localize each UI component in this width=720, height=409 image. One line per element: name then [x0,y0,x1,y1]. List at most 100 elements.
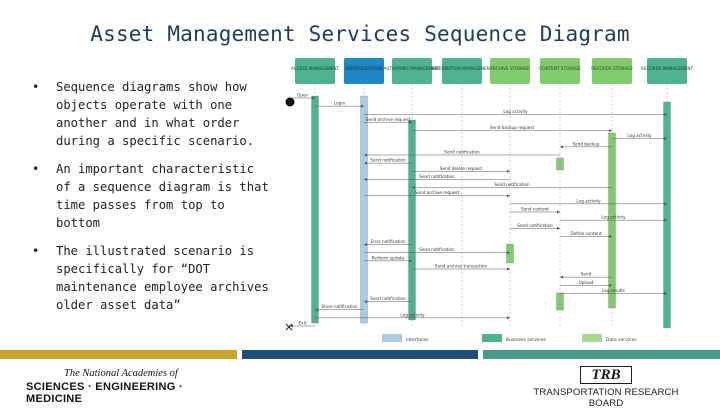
footer-color-bar [0,350,720,359]
message-label: Log activity [627,133,652,138]
legend-label: Interfaces [406,337,429,343]
message-label: Upload [579,280,594,285]
activation-bar [608,132,616,309]
arrow-head [315,308,318,312]
message-label: Store notification [322,304,358,309]
activation-bar [556,157,564,171]
activation-bar [360,95,368,324]
legend-label: Data services [606,337,637,343]
legend-swatch [482,334,502,342]
lifeline-header-label: AUTHORING MANAGEMENT [383,66,440,71]
arrow-head [364,300,367,304]
arrow-head [409,120,412,124]
slide-title: Asset Management Services Sequence Diagr… [90,22,630,46]
bullet-text: Sequence diagrams show how objects opera… [56,80,255,148]
bullet-dot: • [32,244,40,258]
lifeline-header-label: REPRESENTATION [345,66,382,71]
arrow-head [409,259,412,263]
message-label: Send notification [444,150,480,155]
arrow-head [664,218,667,222]
message-label: Define content [570,231,601,236]
legend-swatch [582,334,602,342]
arrow-head [664,112,667,116]
arrow-head [507,194,510,198]
bullet-item: • An important characteristic of a sequen… [32,160,270,232]
bullet-dot: • [32,80,40,94]
message-label: Login [334,101,346,106]
message-label: Send backup request [490,125,535,130]
arrow-head [609,234,612,238]
lifeline-header [295,58,335,84]
arrow-head [364,243,367,247]
arrow-head [364,153,367,157]
message-label: Log activity [503,109,528,114]
activation-bar [408,119,416,321]
message-label: Send archive transaction [435,264,488,269]
lifeline-header-label: INFORMATION MANAGEMENT [432,66,493,71]
activation-bar [663,101,671,329]
lifeline-header [540,58,580,84]
message-label: Send notification [370,158,406,163]
message-label: Send notification [370,296,406,301]
arrow-head [609,283,612,287]
nasem-logo-line2: SCIENCES · ENGINEERING · MEDICINE [26,381,183,405]
arrow-head [312,96,315,100]
start-node [285,97,295,107]
bullet-list: • Sequence diagrams show how objects oper… [32,78,270,324]
lifeline-header [442,58,482,84]
arrow-head [361,104,364,108]
activation-bar [556,292,564,311]
footer-segment-navy [242,350,478,359]
arrow-head [364,177,367,181]
nasem-logo-line1: The National Academies of [64,368,178,379]
trb-logo-mark: TRB [580,366,632,384]
lifeline-header-label: ACCESS MANAGEMENT [291,66,340,71]
trb-logo: TRB TRANSPORTATION RESEARCH BOARD [522,364,690,409]
arrow-head [507,316,510,320]
message-label: Send notification [419,174,455,179]
lifeline-header [647,58,687,84]
message-label: Perform update [372,255,405,260]
bullet-text: An important characteristic of a sequenc… [56,162,269,230]
lifeline-header-label: RECORDS STORAGE [591,66,633,71]
arrow-head [664,202,667,206]
lifeline-header [344,58,384,84]
message-label: Log activity [400,312,425,317]
arrow-head [560,145,563,149]
message-label: Exit [299,321,307,326]
arrow-head [507,251,510,255]
message-label: Open [297,93,309,98]
arrow-head [290,324,293,328]
lifeline-header [392,58,432,84]
message-label: Send backup [572,141,599,146]
bullet-dot: • [32,162,40,176]
message-label: Log activity [601,215,626,220]
footer-segment-teal [483,350,720,359]
activation-bar [506,243,514,264]
message-label: Send content [521,207,549,212]
legend-swatch [382,334,402,342]
end-node [285,323,293,331]
nasem-logo: The National Academies of SCIENCES · ENG… [26,368,226,405]
message-label: Send delete request [440,166,483,171]
arrow-head [560,275,563,279]
arrow-head [609,129,612,133]
message-label: Send archive request [415,190,460,195]
bullet-item: •The illustrated scenario is specificall… [32,242,270,314]
message-label: Send [581,272,592,277]
bullet-item: • Sequence diagrams show how objects oper… [32,78,270,150]
message-label: Log results [602,288,625,293]
lifeline-header-label: ARCHIVE STORAGE [490,66,530,71]
message-label: Send notification [517,223,553,228]
message-label: Send notification [494,182,530,187]
activation-bar [311,95,319,324]
lifeline-header [592,58,632,84]
arrow-head [364,161,367,165]
arrow-head [664,137,667,141]
lifeline-header [490,58,530,84]
arrow-head [557,226,560,230]
arrow-head [507,169,510,173]
arrow-head [664,291,667,295]
message-label: Send archive request [366,117,411,122]
